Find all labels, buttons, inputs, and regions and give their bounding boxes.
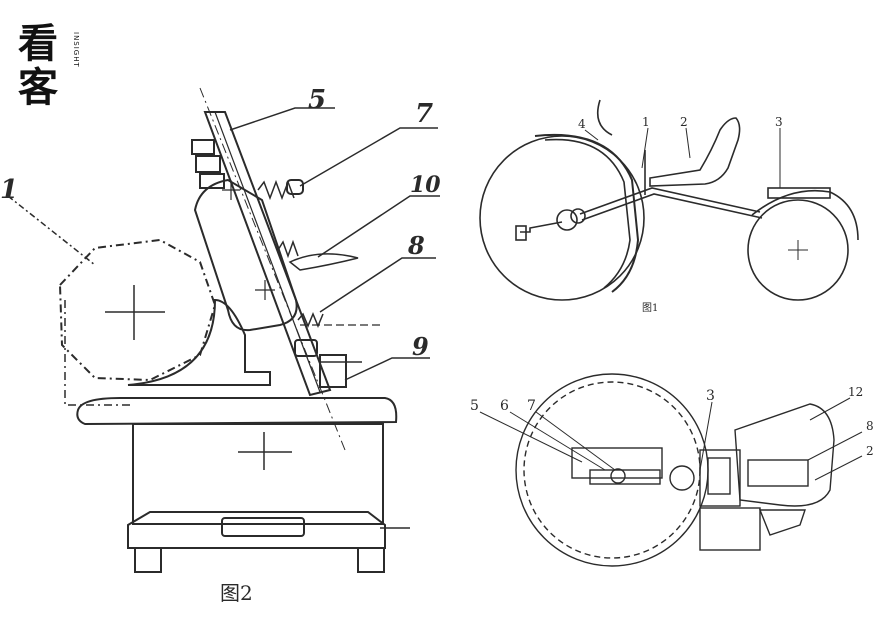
leader-b-5 [479,411,583,463]
label-10: 10 [410,172,441,198]
arm-bar [571,447,663,479]
label-7: 7 [415,99,433,129]
top-label-1: 1 [642,115,650,129]
large-wheel-fender [534,134,640,293]
lower-block [699,507,761,551]
small-wheel [747,199,849,301]
top-bolt-2 [195,155,221,173]
housing-inner [747,459,809,487]
bottom-label-3: 3 [706,388,715,404]
arm-pivot [610,468,626,484]
label-1: 1 [0,175,18,205]
knob-7 [286,179,304,195]
foot-right [357,547,385,573]
bottom-label-2: 2 [866,444,874,458]
bottom-label-7: 7 [527,398,536,414]
leader-b-3 [699,401,713,471]
guard-line [64,300,130,406]
seat [649,117,741,187]
bottom-label-12: 12 [848,385,863,399]
leader-7 [299,127,438,187]
label-9: 9 [412,332,429,361]
leader-b-12 [809,397,851,421]
rear-basket [767,187,831,199]
base-top [76,397,398,426]
spring-10 [277,239,299,259]
leader-9 [344,357,430,381]
bottom-label-6: 6 [500,398,509,414]
leader-b-2 [814,455,863,481]
column-centerline [199,87,346,451]
leader-b-8 [807,431,863,461]
mechanism-inner [707,457,731,495]
leader-10 [317,195,440,258]
right-housing [734,403,835,507]
bracket-9 [319,354,347,388]
top-label-2: 2 [680,115,688,129]
top-label-4: 4 [578,117,586,131]
frame-main [579,187,761,215]
hub-sprocket-2 [570,208,586,224]
frame-lower [581,193,763,221]
insight-logo: 看客 INSIGHT [18,22,88,122]
lever-10 [288,253,359,271]
block-9 [294,339,318,357]
carriage-column [203,111,332,397]
top-label-3: 3 [775,115,783,129]
mechanism-box [699,449,741,507]
left-figure-caption: 图2 [220,581,253,605]
column-inner [214,111,321,393]
leader-b-7 [535,411,616,471]
leader-5 [229,107,335,131]
bottom-label-5: 5 [470,398,479,414]
small-gear [669,465,695,491]
leader-b-6 [509,411,606,471]
base-body [132,423,384,525]
base-lower [127,511,386,549]
logo-text: 看客 [18,21,58,111]
spring-8 [297,312,324,328]
housing [127,298,271,386]
arm-slot [589,469,661,485]
logo-subtitle: INSIGHT [72,32,80,68]
bottom-label-8: 8 [866,419,874,433]
handle-4 [596,99,613,136]
pedal [515,225,527,241]
large-wheel-fender-inner [544,138,631,289]
carriage-body [193,178,298,332]
leader-1 [7,195,96,266]
leader-top-2 [685,127,691,159]
label-5: 5 [308,85,326,115]
base-wedge [758,509,806,536]
leader-top-4 [584,129,599,141]
leader-8 [319,257,436,313]
right-top-caption: 图1 [642,302,658,314]
hub-sprocket [556,209,578,231]
leader-top-1 [641,127,649,169]
foot-left [134,547,162,573]
base-slot [221,517,305,537]
top-bolt-1 [191,139,215,155]
label-8: 8 [407,231,425,260]
pedal-crank [520,221,563,233]
